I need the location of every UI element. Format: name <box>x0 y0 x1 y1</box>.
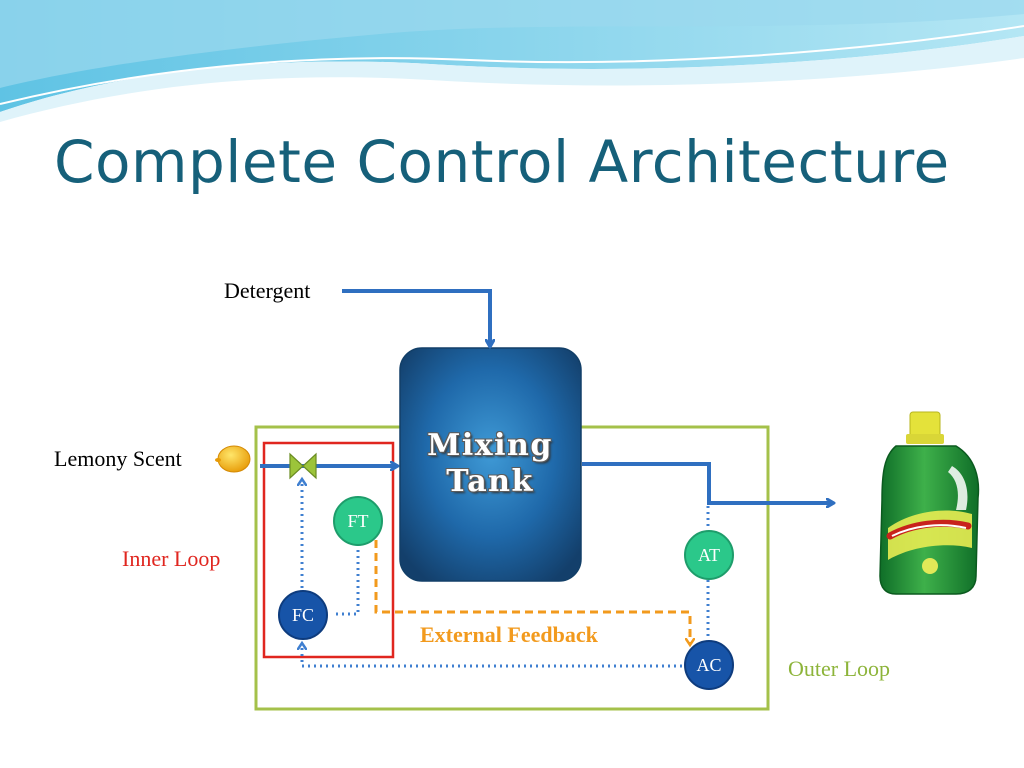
ac-to-fc-signal <box>302 644 682 668</box>
at-label: AT <box>698 544 720 565</box>
detergent-label: Detergent <box>224 278 311 303</box>
mixing-tank-label-line1: Mixing <box>427 428 553 463</box>
detergent-pipe <box>342 289 490 346</box>
external-feedback-line <box>374 540 690 644</box>
outer-loop-label: Outer Loop <box>788 656 891 681</box>
inner-loop-label: Inner Loop <box>122 546 221 571</box>
lemony-scent-label: Lemony Scent <box>54 446 182 471</box>
lemon-icon <box>215 445 251 473</box>
mixing-tank-label-line2: Tank <box>446 464 534 499</box>
outlet-pipe <box>582 462 833 503</box>
header-wave-decoration <box>0 0 1024 122</box>
analyzer-transmitter-at[interactable]: AT <box>684 530 734 580</box>
valve-icon[interactable] <box>289 452 317 480</box>
inner-loop-box <box>262 441 395 659</box>
slide-title: Complete Control Architecture <box>54 128 950 196</box>
external-feedback-label: External Feedback <box>420 622 598 647</box>
analyzer-controller-ac[interactable]: AC <box>684 640 734 690</box>
ft-to-fc-signal <box>332 520 360 616</box>
ft-label: FT <box>347 510 369 531</box>
detergent-bottle-icon <box>838 408 1024 600</box>
fc-label: FC <box>291 604 315 625</box>
flow-transmitter-ft[interactable]: FT <box>333 496 383 546</box>
mixing-tank-label: Mixing Tank <box>402 428 578 500</box>
ac-label: AC <box>696 654 722 675</box>
flow-controller-fc[interactable]: FC <box>278 590 328 640</box>
